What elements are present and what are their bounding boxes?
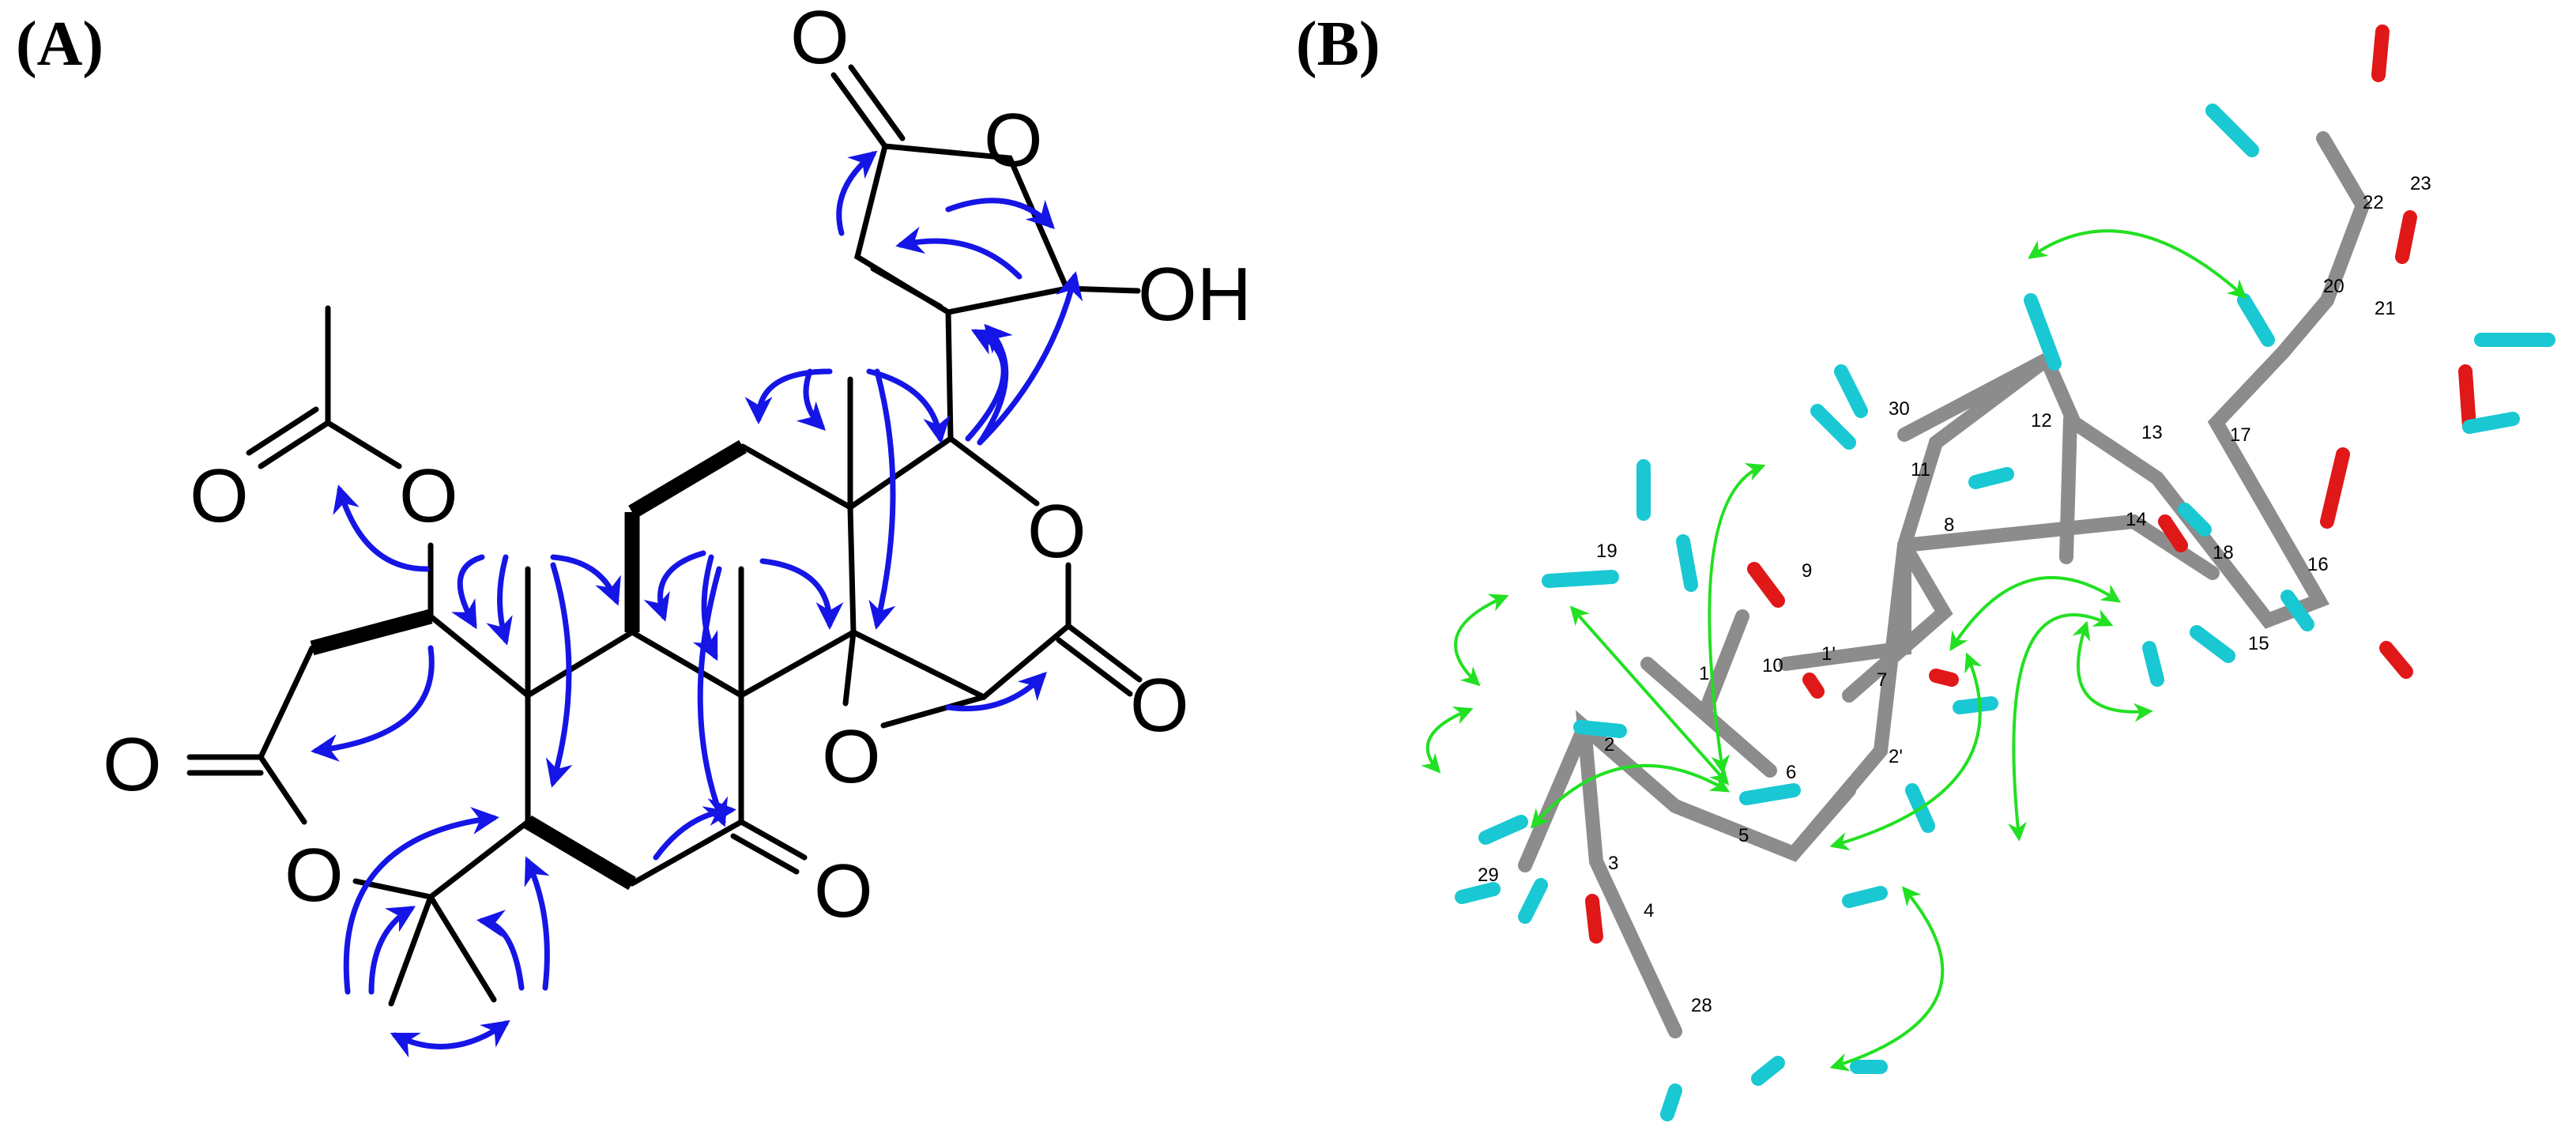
atom-o-ketone: O [814, 849, 873, 933]
atom-number-8: 8 [1944, 514, 1954, 536]
atom-o-d-lactone: O [1027, 489, 1087, 574]
atom-o-acetate-ester: O [399, 454, 458, 538]
atom-number-1: 1 [1699, 663, 1709, 684]
atom-number-28: 28 [1691, 995, 1712, 1016]
atom-number-29: 29 [1478, 865, 1499, 886]
atom-number-14: 14 [2126, 509, 2147, 530]
panel-b: (B) [1296, 9, 2555, 1121]
atom-o-epoxide: O [822, 714, 881, 799]
atom-o-acetate-carbonyl: O [190, 454, 249, 538]
atom-number-17: 17 [2230, 424, 2251, 446]
atom-number-21: 21 [2375, 298, 2396, 319]
atom-number-9: 9 [1802, 560, 1812, 582]
atom-number-5: 5 [1738, 825, 1749, 846]
atom-number-11: 11 [1911, 459, 1930, 480]
atom-o-a-carbonyl: O [103, 722, 162, 807]
atom-o-d-carbonyl: O [1130, 663, 1189, 748]
atom-number-15: 15 [2248, 633, 2269, 654]
atom-number-3: 3 [1608, 853, 1618, 874]
panel-a: (A) [16, 0, 1252, 1058]
atom-number-12: 12 [2031, 410, 2052, 431]
noesy-arrows [1421, 229, 2247, 1072]
atom-number-18: 18 [2213, 542, 2234, 563]
atom-number-22: 22 [2363, 192, 2384, 213]
atom-o-a-lactone: O [284, 833, 344, 918]
atom-oh: OH [1138, 252, 1252, 337]
atom-number-19: 19 [1596, 541, 1618, 562]
atom-number-4: 4 [1644, 900, 1654, 921]
atom-number-20: 20 [2323, 276, 2344, 297]
atom-number-13: 13 [2141, 422, 2163, 443]
atom-number-23: 23 [2410, 173, 2431, 194]
atom-o-furanone-carbonyl: O [790, 0, 849, 80]
structure-b-model [1455, 24, 2555, 1121]
atom-number-2prime: 2' [1889, 746, 1903, 767]
atom-number-16: 16 [2307, 554, 2329, 575]
structure-a-bonds [186, 64, 1143, 1007]
hmbc-arrows [311, 150, 1083, 1058]
atom-number-10: 10 [1762, 655, 1783, 676]
panel-b-label: (B) [1296, 9, 1380, 79]
bond-furanone [853, 143, 1071, 315]
atom-number-6: 6 [1786, 762, 1796, 783]
panel-a-label: (A) [16, 9, 104, 79]
atom-o-furanone-ring: O [984, 98, 1043, 183]
atom-number-1prime: 1' [1821, 643, 1836, 665]
atom-number-2: 2 [1604, 734, 1614, 756]
atom-number-7: 7 [1877, 669, 1887, 691]
atom-number-30: 30 [1889, 398, 1910, 420]
